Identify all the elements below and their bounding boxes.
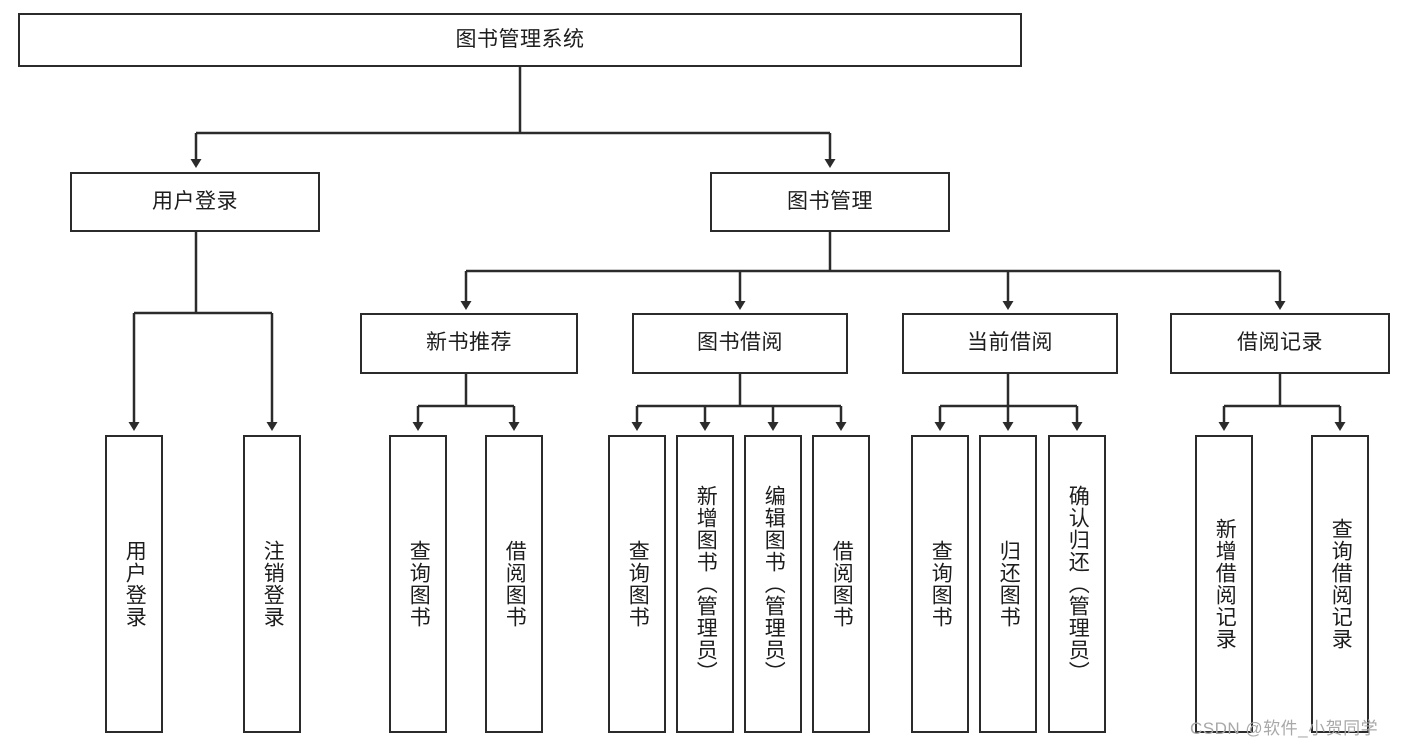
node-label: 借阅图书 [503, 540, 527, 628]
node-label: 查询图书 [626, 540, 650, 628]
csdn-watermark: CSDN @软件_小贺同学 [1190, 719, 1379, 738]
node-label: 当前借阅 [967, 331, 1053, 355]
leaf-user-login-signout[interactable]: 注销登录 [243, 435, 301, 733]
node-label: 用户登录 [152, 189, 238, 213]
leaf-current-return-book[interactable]: 归还图书 [979, 435, 1037, 733]
node-label: 图书管理 [787, 189, 873, 213]
node-book-management[interactable]: 图书管理 [710, 172, 950, 232]
node-root-system[interactable]: 图书管理系统 [18, 13, 1022, 67]
node-label: 图书借阅 [697, 331, 783, 355]
node-user-login[interactable]: 用户登录 [70, 172, 320, 232]
leaf-record-query[interactable]: 查询借阅记录 [1311, 435, 1369, 733]
node-label: 新增图书（管理员） [694, 485, 718, 683]
node-book-borrow[interactable]: 图书借阅 [632, 313, 848, 374]
node-label: 借阅图书 [830, 540, 854, 628]
node-label: 查询图书 [929, 540, 953, 628]
leaf-borrow-edit-book[interactable]: 编辑图书（管理员） [744, 435, 802, 733]
node-label: 借阅记录 [1237, 331, 1323, 355]
leaf-new-book-query[interactable]: 查询图书 [389, 435, 447, 733]
node-label: 确认归还（管理员） [1066, 485, 1090, 683]
node-label: 用户登录 [123, 540, 147, 628]
node-current-borrow[interactable]: 当前借阅 [902, 313, 1118, 374]
node-label: 注销登录 [261, 540, 285, 628]
leaf-borrow-query-book[interactable]: 查询图书 [608, 435, 666, 733]
leaf-borrow-add-book[interactable]: 新增图书（管理员） [676, 435, 734, 733]
node-label: 查询借阅记录 [1329, 518, 1353, 650]
leaf-record-add[interactable]: 新增借阅记录 [1195, 435, 1253, 733]
node-borrow-record[interactable]: 借阅记录 [1170, 313, 1390, 374]
leaf-new-book-borrow[interactable]: 借阅图书 [485, 435, 543, 733]
node-label: 新书推荐 [426, 331, 512, 355]
leaf-user-login-signin[interactable]: 用户登录 [105, 435, 163, 733]
leaf-borrow-borrow-book[interactable]: 借阅图书 [812, 435, 870, 733]
node-new-book-recommend[interactable]: 新书推荐 [360, 313, 578, 374]
leaf-current-confirm-return[interactable]: 确认归还（管理员） [1048, 435, 1106, 733]
node-label: 新增借阅记录 [1213, 518, 1237, 650]
leaf-current-query-book[interactable]: 查询图书 [911, 435, 969, 733]
node-label: 图书管理系统 [455, 27, 585, 51]
node-label: 查询图书 [407, 540, 431, 628]
node-label: 归还图书 [997, 540, 1021, 628]
node-label: 编辑图书（管理员） [762, 485, 786, 683]
